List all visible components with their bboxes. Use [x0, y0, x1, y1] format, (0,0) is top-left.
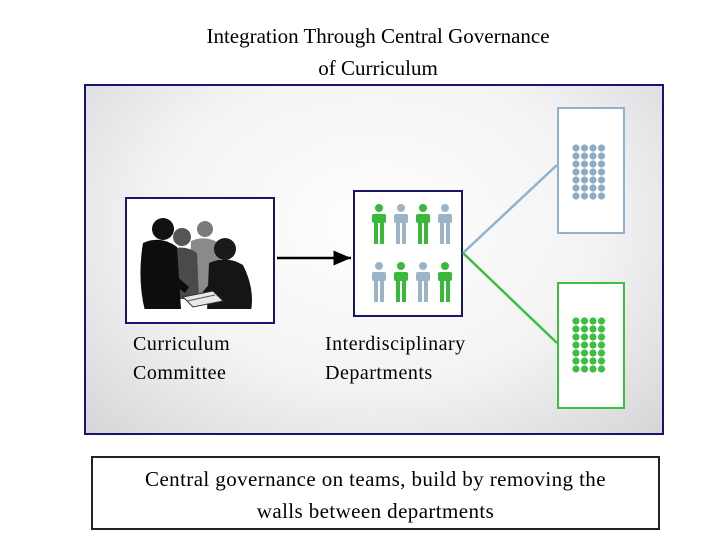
committee-label: Curriculum Committee	[133, 330, 230, 388]
caption-box: Central governance on teams, build by re…	[91, 456, 660, 530]
caption-line-1: Central governance on teams, build by re…	[93, 463, 658, 495]
departments-label: Interdisciplinary Departments	[325, 330, 466, 388]
departments-label-line-1: Interdisciplinary	[325, 330, 466, 359]
committee-label-line-1: Curriculum	[133, 330, 230, 359]
caption-line-2: walls between departments	[93, 495, 658, 527]
departments-label-line-2: Departments	[325, 359, 466, 388]
connector-line-green	[463, 253, 557, 343]
connector-line-blue	[463, 165, 557, 253]
committee-label-line-2: Committee	[133, 359, 230, 388]
